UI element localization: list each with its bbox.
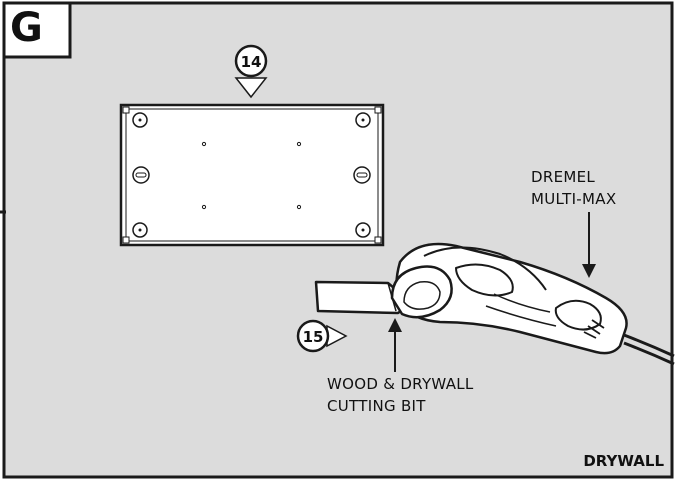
surface-label: DRYWALL (583, 452, 664, 470)
bit-label-line2: CUTTING BIT (327, 397, 426, 415)
slot-icon (132, 166, 150, 184)
panel-letter: G (10, 5, 43, 51)
panel-letter-box (2, 1, 72, 59)
pilot-hole (201, 204, 207, 210)
screw-icon (132, 112, 148, 128)
template-plate (119, 103, 385, 247)
callout-15-icon: 15 (296, 319, 348, 353)
slot-icon (353, 166, 371, 184)
callout-14-icon: 14 (234, 44, 268, 99)
callout-15-number: 15 (303, 328, 324, 346)
arrow-down-icon (582, 212, 596, 278)
tool-label-line1: DREMEL (531, 168, 596, 186)
bit-label-line1: WOOD & DRYWALL (327, 375, 474, 393)
oscillating-tool-icon (390, 242, 675, 366)
screw-icon (132, 222, 148, 238)
pilot-hole (201, 141, 207, 147)
pilot-hole (296, 141, 302, 147)
tool-label-line2: MULTI-MAX (531, 190, 617, 208)
pilot-hole (296, 204, 302, 210)
arrow-up-icon (388, 318, 402, 372)
screw-icon (355, 222, 371, 238)
callout-14-number: 14 (241, 53, 262, 71)
screw-icon (355, 112, 371, 128)
